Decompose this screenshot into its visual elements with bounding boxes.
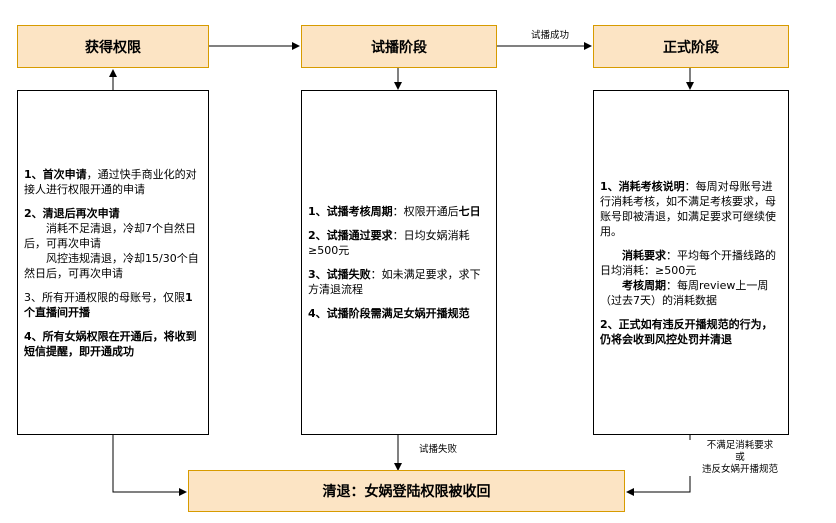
obtain-item-2: 2、清退后再次申请 消耗不足清退，冷却7个自然日后，可再次申请 风控违规清退，冷… [24,206,199,280]
stage-obtain-label: 获得权限 [85,39,141,56]
stage-formal: 正式阶段 [593,25,789,68]
formal-item-1: 1、消耗考核说明：每周对母账号进行消耗考核，如不满足考核要求，母账号即被清退，如… [600,179,776,238]
obtain-item-1: 1、首次申请，通过快手商业化的对接人进行权限开通的申请 [24,167,197,196]
trial-item-2: 2、试播通过要求：日均女娲消耗≥500元 [308,229,470,257]
trial-item-3: 3、试播失败：如未满足要求，求下方清退流程 [308,268,481,296]
trial-item-4: 4、试播阶段需满足女娲开播规范 [308,307,470,320]
arrow-formal-to-clear [626,435,691,496]
stage-trial: 试播阶段 [301,25,497,68]
obtain-item-3: 3、所有开通权限的母账号，仅限1个直播间开播 [24,290,193,319]
arrow-obtain-to-clear [112,435,187,496]
formal-item-4: 2、正式如有违反开播规范的行为，仍将会收到风控处罚并清退 [600,317,773,346]
stage-formal-label: 正式阶段 [663,39,719,56]
stage-obtain: 获得权限 [17,25,209,68]
obtain-detail-box: 1、首次申请，通过快手商业化的对接人进行权限开通的申请 2、清退后再次申请 消耗… [17,90,209,435]
formal-detail-box: 1、消耗考核说明：每周对母账号进行消耗考核，如不满足考核要求，母账号即被清退，如… [593,90,789,435]
edge-label-formal-fail: 不满足消耗要求 或 违反女娲开播规范 [688,440,792,476]
edge-label-trial-fail: 试播失败 [410,444,466,456]
formal-item-2: 消耗要求：平均每个开播线路的日均消耗：≥500元 [600,248,776,277]
stage-clear: 清退：女娲登陆权限被收回 [188,470,625,512]
stage-trial-label: 试播阶段 [371,39,427,56]
obtain-item-4: 4、所有女娲权限在开通后，将收到短信提醒，即开通成功 [24,329,197,358]
edge-label-trial-success: 试播成功 [522,30,578,42]
trial-item-1: 1、试播考核周期：权限开通后七日 [308,205,481,218]
stage-clear-label: 清退：女娲登陆权限被收回 [322,484,491,500]
trial-detail-box: 1、试播考核周期：权限开通后七日 2、试播通过要求：日均女娲消耗≥500元 3、… [301,90,497,435]
formal-item-3: 考核周期：每周review上一周（过去7天）的消耗数据 [600,278,769,307]
